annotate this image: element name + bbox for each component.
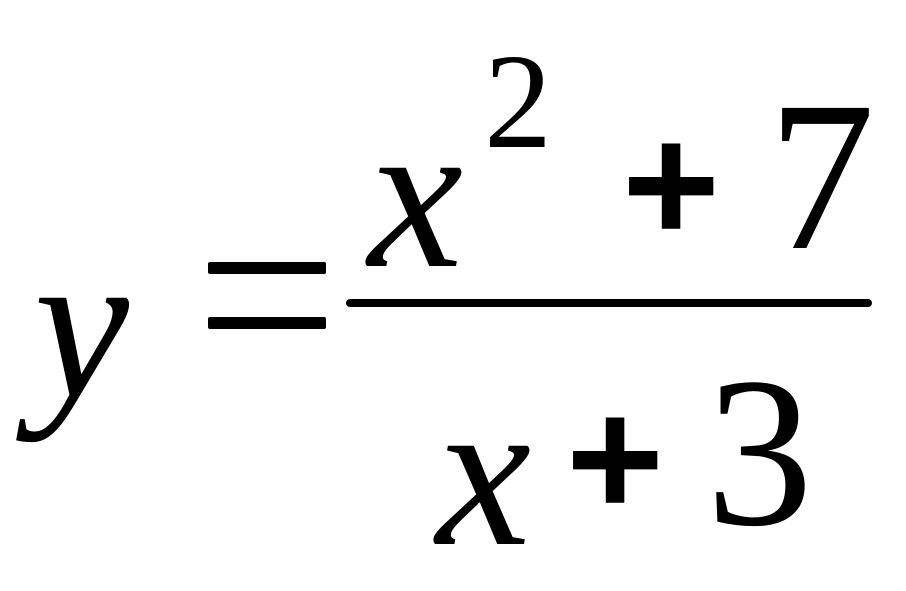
- fraction-bar: [346, 299, 872, 307]
- numerator-plus-sign: +: [622, 90, 721, 278]
- denominator-constant: 3: [706, 334, 813, 571]
- lhs-variable-y: y: [34, 206, 129, 443]
- equals-top-bar: [208, 262, 326, 274]
- numerator-exponent: 2: [484, 27, 552, 177]
- denominator-plus-sign: +: [566, 364, 665, 552]
- numerator-constant: 7: [768, 58, 875, 295]
- denominator-variable-x: x: [436, 354, 531, 591]
- equals-bottom-bar: [208, 317, 326, 329]
- numerator-base-x: x: [368, 76, 463, 313]
- math-equation: y = x 2 + 7 x + 3: [34, 27, 875, 580]
